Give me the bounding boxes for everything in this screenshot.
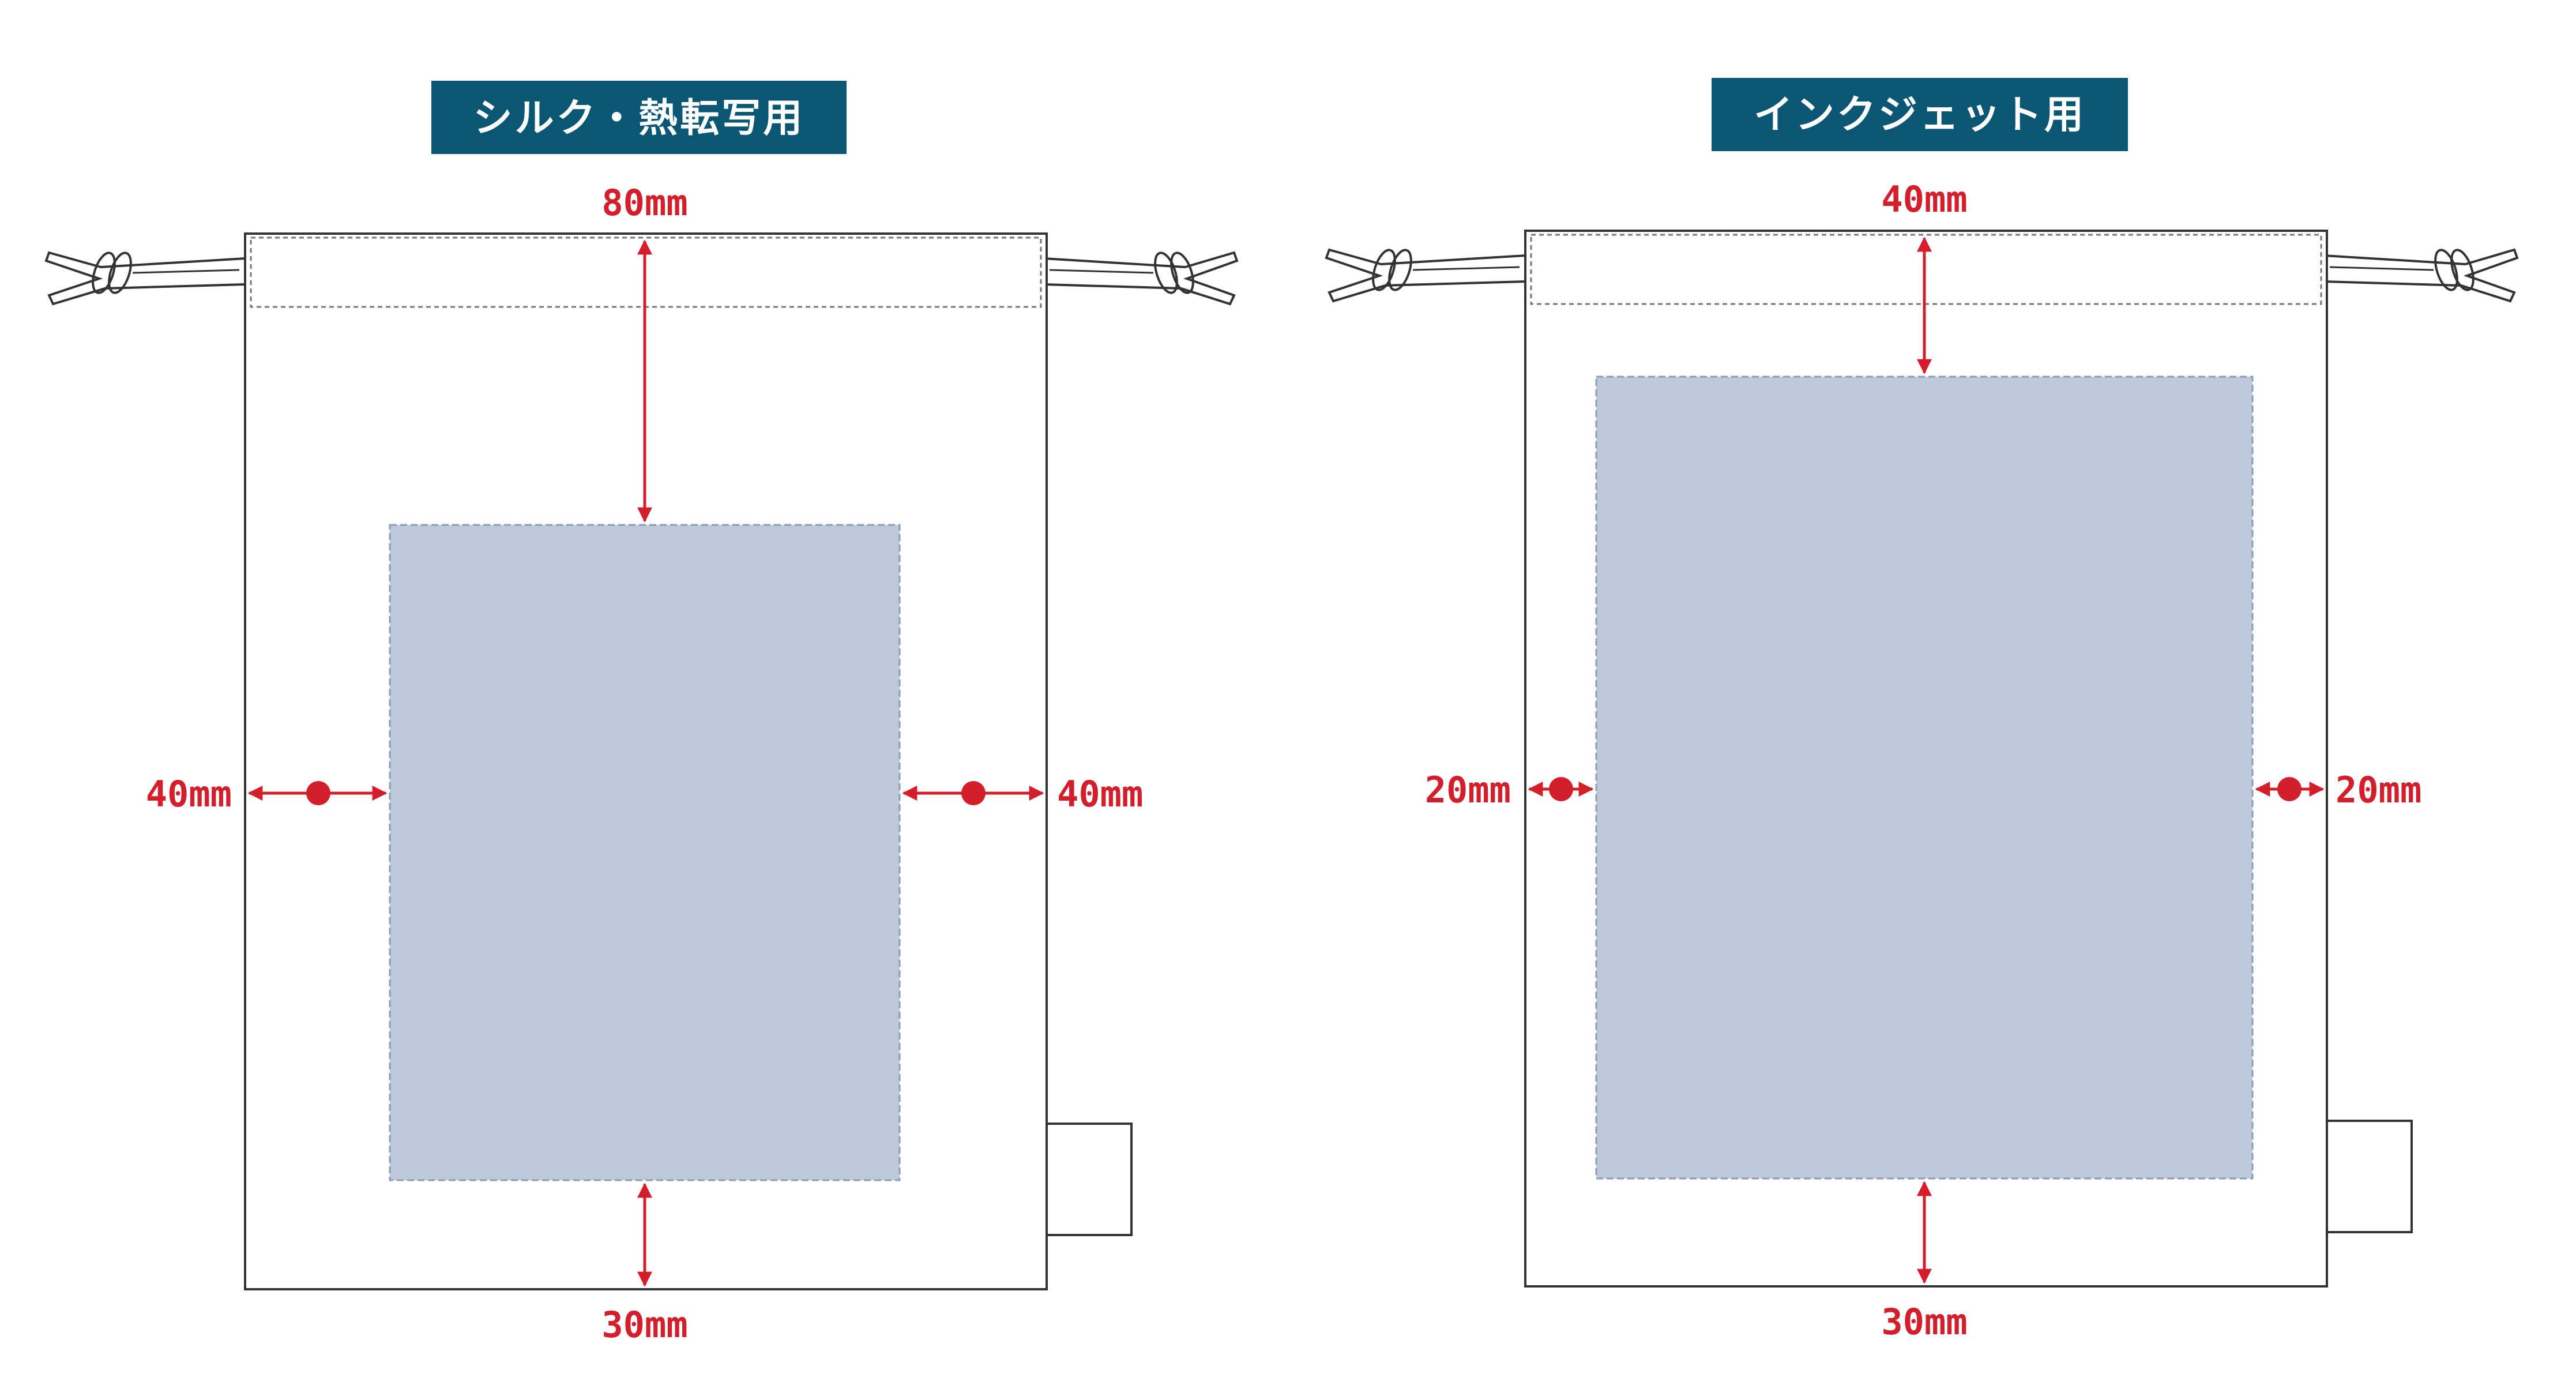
dim-left-label: 20mm — [1425, 769, 1511, 811]
dim-right-label: 40mm — [1057, 773, 1143, 815]
panel-title-silk: シルク・熱転写用 — [473, 96, 805, 141]
dim-bottom-label: 30mm — [1881, 1301, 1967, 1343]
drawstring-cord-left — [1325, 248, 1526, 303]
dim-right-dot — [2277, 777, 2302, 801]
panel-title-inkjet: インクジェット用 — [1754, 92, 2086, 138]
title-badge-inkjet: インクジェット用 — [1712, 78, 2128, 151]
dimension-markers-inkjet — [1528, 237, 2325, 1284]
dim-top-label: 80mm — [601, 182, 687, 224]
panel-inkjet: インクジェット用 — [1325, 78, 2519, 1343]
drawstring-cord-right — [1043, 251, 1239, 306]
dim-right-label: 20mm — [2336, 769, 2421, 811]
dimension-labels-silk: 80mm 30mm 40mm 40mm — [146, 182, 1144, 1346]
tag-label — [2326, 1120, 2413, 1233]
dimension-markers-silk — [247, 239, 1044, 1287]
dim-left-dot — [1549, 777, 1573, 801]
drawstring-cord-left — [44, 251, 246, 306]
dim-left-label: 40mm — [146, 773, 232, 815]
dim-top-label: 40mm — [1881, 178, 1967, 220]
drawstring-cord-right — [2323, 248, 2519, 303]
panel-silk: シルク・熱転写用 — [44, 81, 1239, 1346]
dim-bottom-label: 30mm — [601, 1304, 687, 1346]
dim-left-dot — [306, 781, 330, 805]
print-area-inkjet — [1595, 376, 2254, 1180]
dim-right-dot — [961, 781, 986, 805]
title-badge-silk: シルク・熱転写用 — [431, 81, 847, 154]
tag-label — [1046, 1123, 1133, 1236]
dimension-labels-inkjet: 40mm 30mm 20mm 20mm — [1425, 178, 2422, 1343]
print-area-silk — [389, 524, 901, 1181]
